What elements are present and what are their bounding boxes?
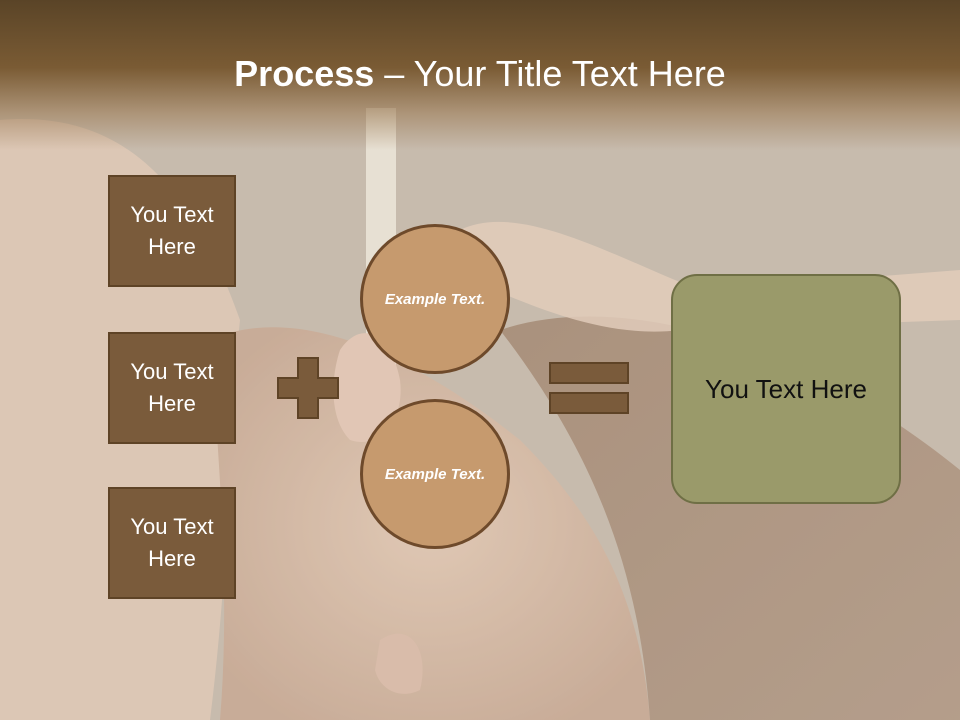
example-circle-2[interactable]: Example Text.	[360, 399, 510, 549]
text-box-2[interactable]: You Text Here	[108, 332, 236, 444]
equals-icon	[549, 362, 629, 414]
result-box[interactable]: You Text Here	[671, 274, 901, 504]
title-bar	[0, 0, 960, 150]
slide-title: Process – Your Title Text Here	[0, 52, 960, 96]
example-circle-1[interactable]: Example Text.	[360, 224, 510, 374]
text-box-3[interactable]: You Text Here	[108, 487, 236, 599]
text-box-1[interactable]: You Text Here	[108, 175, 236, 287]
title-bold: Process	[234, 53, 375, 94]
title-rest: – Your Title Text Here	[374, 53, 726, 94]
plus-icon	[277, 357, 339, 419]
